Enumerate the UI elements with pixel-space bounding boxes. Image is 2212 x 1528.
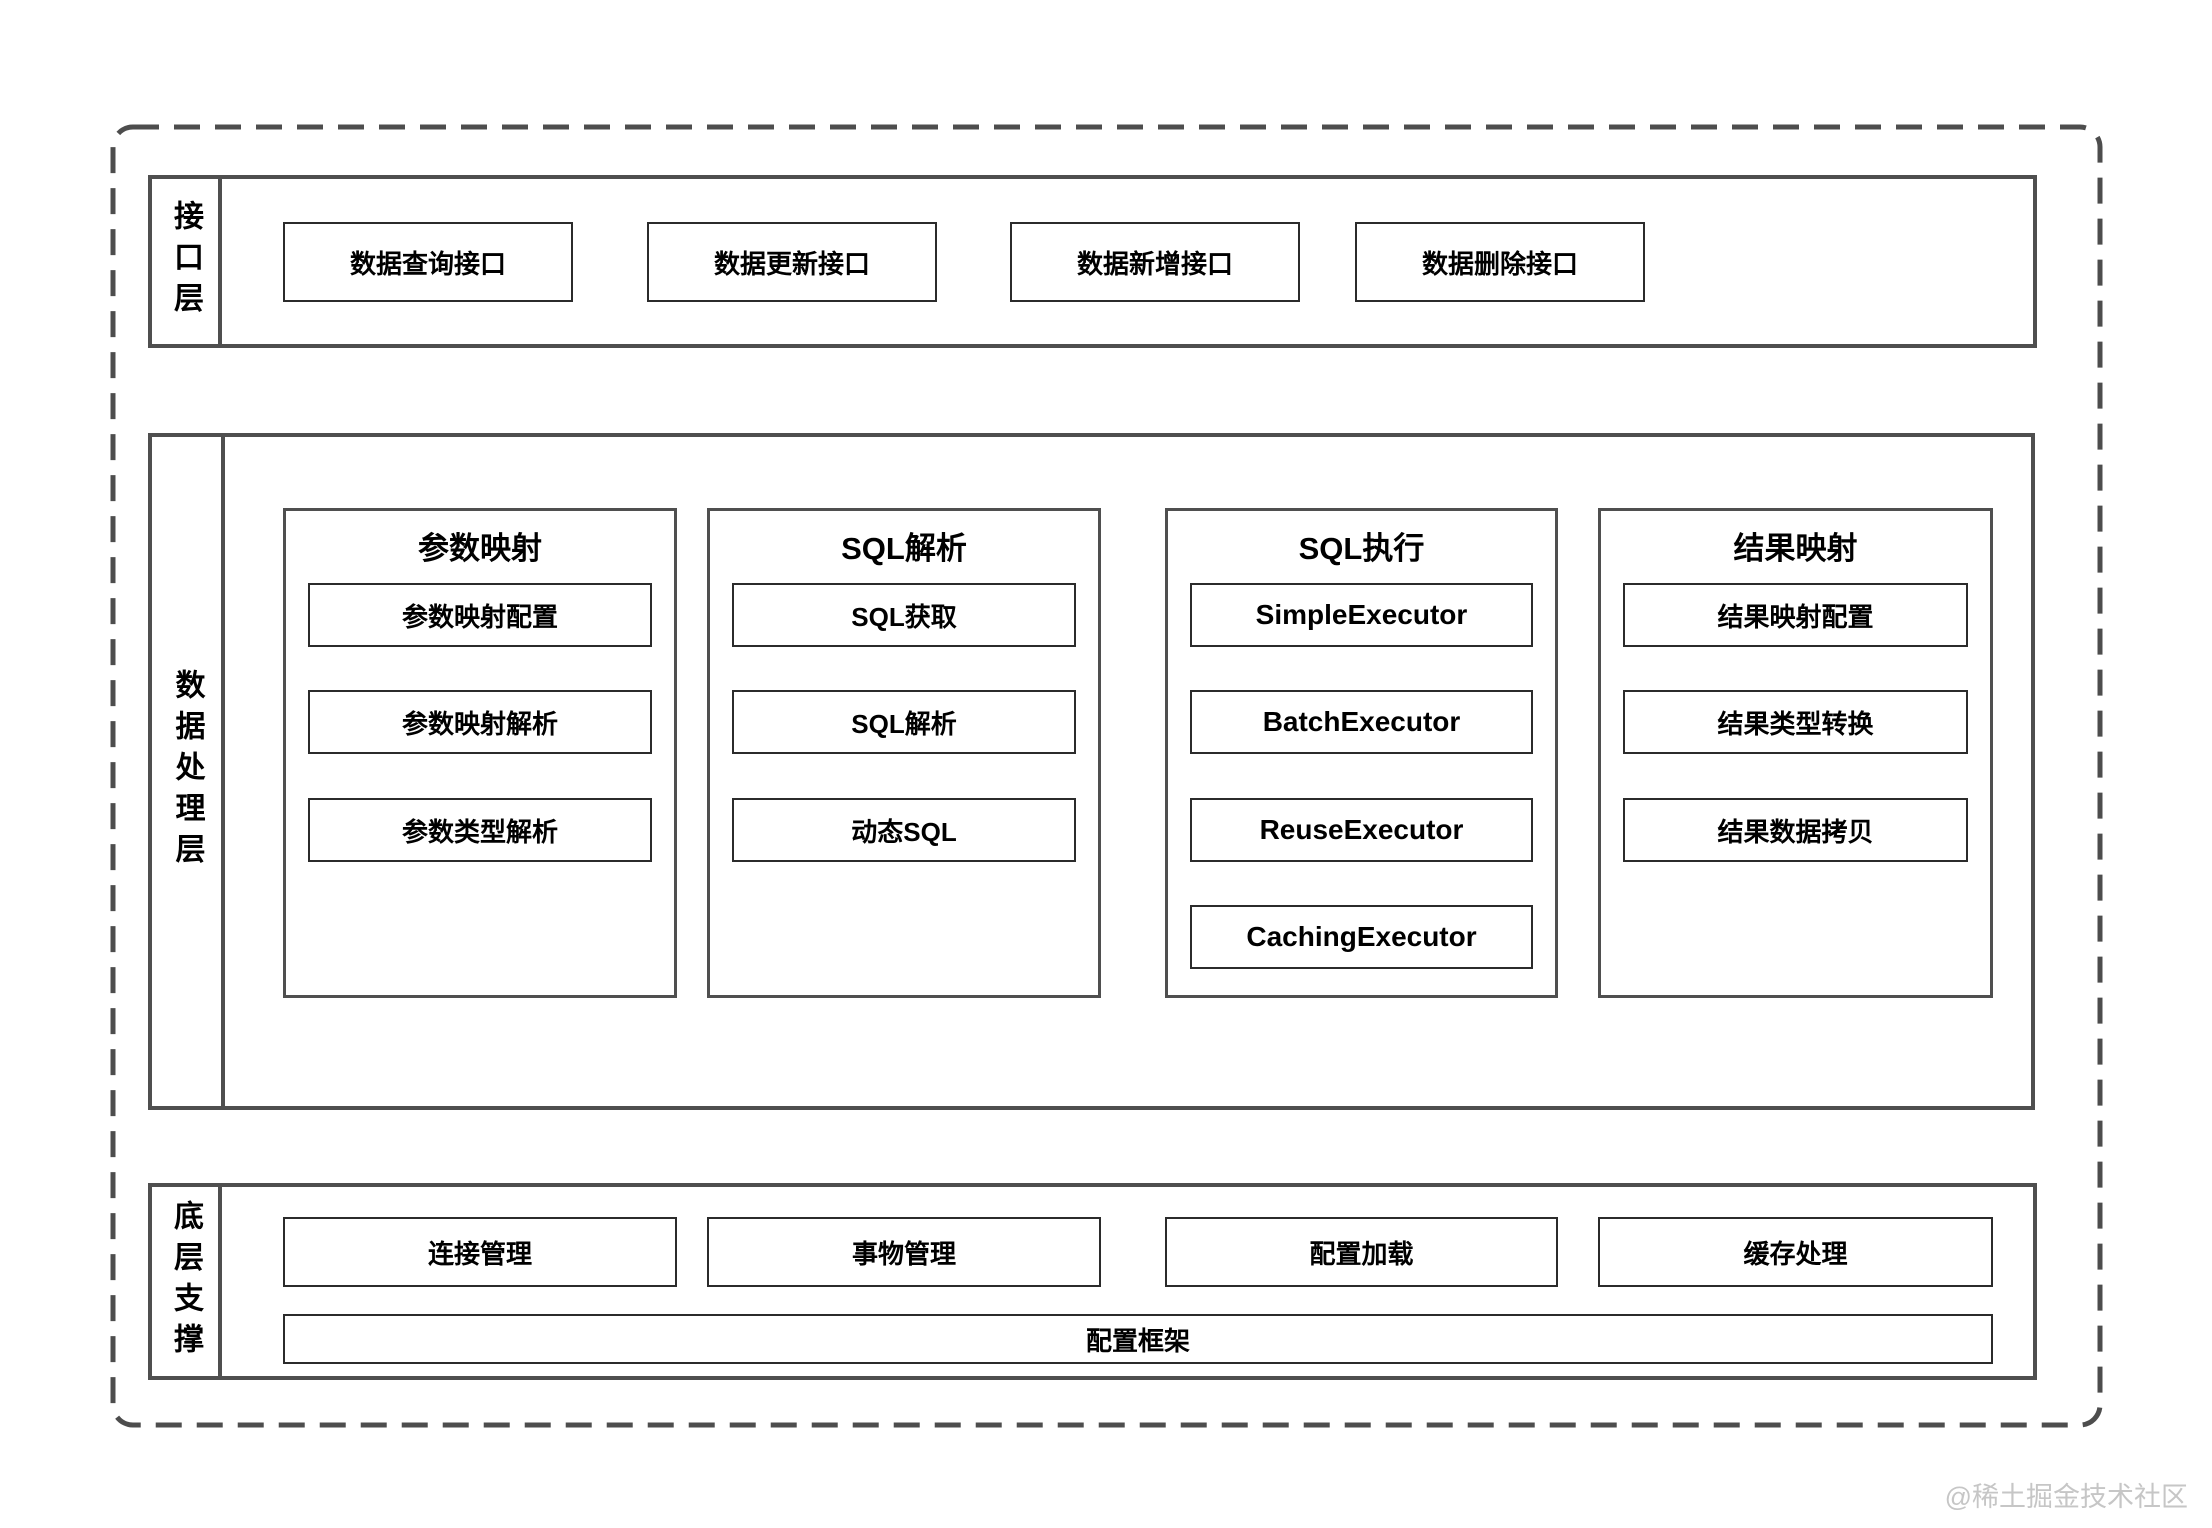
interface-layer-label-column: 接口层 bbox=[152, 179, 222, 344]
foundation-layer-label: 底层支撑 bbox=[169, 1199, 202, 1364]
caching-executor-box: CachingExecutor bbox=[1190, 905, 1533, 969]
dynamic-sql-box: 动态SQL bbox=[732, 798, 1076, 862]
watermark: @稀土掘金技术社区 bbox=[1944, 1482, 2188, 1512]
cache-handling-box: 缓存处理 bbox=[1598, 1217, 1993, 1287]
connection-mgmt-box: 连接管理 bbox=[283, 1217, 677, 1287]
sql-parse-box: SQL解析 bbox=[732, 690, 1076, 754]
interface-layer-label: 接口层 bbox=[169, 200, 202, 323]
sql-fetch-box: SQL获取 bbox=[732, 583, 1076, 647]
transaction-mgmt-box: 事物管理 bbox=[707, 1217, 1101, 1287]
interface-box-delete: 数据删除接口 bbox=[1355, 222, 1645, 302]
param-mapping-parse-box: 参数映射解析 bbox=[308, 690, 652, 754]
batch-executor-box: BatchExecutor bbox=[1190, 690, 1533, 754]
interface-box-insert: 数据新增接口 bbox=[1010, 222, 1300, 302]
column-result-mapping-title: 结果映射 bbox=[1733, 531, 1858, 566]
processing-layer-label: 数据处理层 bbox=[170, 669, 204, 874]
result-type-convert-box: 结果类型转换 bbox=[1623, 690, 1968, 754]
interface-box-query: 数据查询接口 bbox=[283, 222, 573, 302]
foundation-layer-label-column: 底层支撑 bbox=[152, 1187, 222, 1376]
config-framework-box: 配置框架 bbox=[283, 1314, 1993, 1364]
interface-box-update: 数据更新接口 bbox=[647, 222, 937, 302]
reuse-executor-box: ReuseExecutor bbox=[1190, 798, 1533, 862]
column-parameter-mapping-title: 参数映射 bbox=[418, 531, 542, 566]
simple-executor-box: SimpleExecutor bbox=[1190, 583, 1533, 647]
result-mapping-config-box: 结果映射配置 bbox=[1623, 583, 1968, 647]
processing-layer-label-column: 数据处理层 bbox=[152, 437, 225, 1106]
param-mapping-config-box: 参数映射配置 bbox=[308, 583, 652, 647]
column-sql-parsing-title: SQL解析 bbox=[841, 531, 967, 566]
config-loading-box: 配置加载 bbox=[1165, 1217, 1558, 1287]
param-type-parse-box: 参数类型解析 bbox=[308, 798, 652, 862]
column-sql-execution-title: SQL执行 bbox=[1298, 531, 1425, 566]
result-data-copy-box: 结果数据拷贝 bbox=[1623, 798, 1968, 862]
